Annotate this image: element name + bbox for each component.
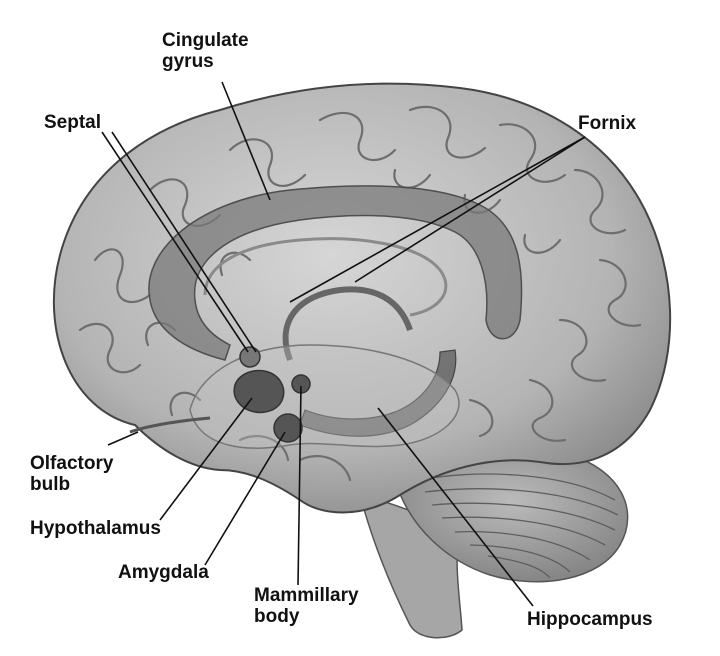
- leader-hypothalamus: [159, 397, 253, 521]
- label-amygdala: Amygdala: [118, 562, 209, 583]
- leader-fornix-2: [354, 136, 586, 283]
- leader-mammillary: [297, 385, 302, 586]
- leader-septal-2: [111, 131, 257, 353]
- leader-olfactory: [107, 431, 139, 446]
- label-hippocampus: Hippocampus: [527, 609, 653, 630]
- leader-fornix: [289, 136, 586, 303]
- hippocampus-shape: [299, 349, 457, 437]
- hypothalamus-shape: [233, 369, 285, 414]
- septal-shape: [239, 346, 261, 368]
- amygdala-shape: [273, 413, 303, 443]
- fornix-shape: [282, 286, 413, 362]
- leader-lines: [101, 81, 586, 607]
- leader-septal: [101, 131, 249, 353]
- leader-amygdala: [204, 431, 286, 566]
- leader-cingulate: [221, 81, 271, 201]
- label-septal: Septal: [44, 112, 102, 133]
- cingulate-gyrus-shape: [148, 185, 523, 361]
- label-mammillary-body: Mammillary body: [254, 585, 359, 627]
- label-fornix: Fornix: [578, 113, 637, 134]
- olfactory-bulb-shape: [129, 416, 211, 434]
- label-cingulate-gyrus: Cingulate gyrus: [162, 30, 249, 72]
- label-hypothalamus: Hypothalamus: [30, 518, 161, 539]
- label-olfactory-bulb: Olfactory bulb: [30, 453, 114, 495]
- leader-hippocampus: [377, 407, 534, 607]
- medial-ring: [203, 237, 448, 317]
